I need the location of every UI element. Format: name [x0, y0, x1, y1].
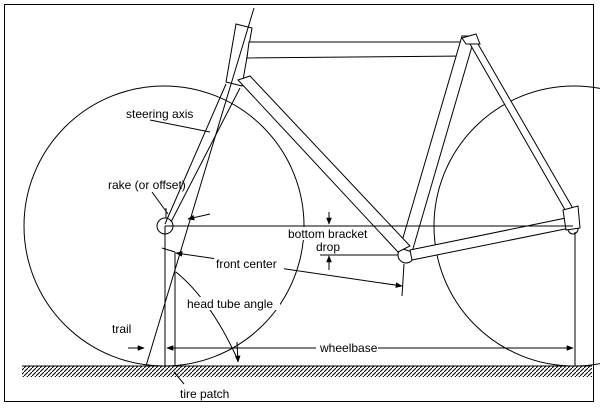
steering-axis-label: steering axis [126, 107, 193, 121]
down-tube [237, 75, 411, 253]
head-angle-arc [175, 271, 237, 357]
diagram-border [4, 4, 594, 402]
wheelbase-label: wheelbase [319, 341, 378, 355]
trail-label: trail [112, 322, 131, 336]
fork-blade-front [164, 83, 227, 225]
drop-label: drop [316, 240, 340, 254]
front-center-label: front center [216, 257, 277, 271]
rear-dropout [562, 205, 581, 231]
head-tube-angle-label: head tube angle [187, 297, 273, 311]
bb-label-bg [286, 227, 374, 240]
ground-hatch [22, 366, 592, 377]
front-center-ext-front [161, 247, 176, 253]
steering-axis-line [145, 7, 255, 367]
rake-arrow [187, 213, 211, 221]
fork-blade-rear [170, 87, 241, 223]
rake-label: rake (or offset) [108, 178, 186, 192]
head-angle-label-bg [184, 297, 280, 310]
seat-stay [469, 43, 576, 216]
front-center-arrow [175, 251, 403, 288]
head-tube [225, 23, 253, 87]
steering-axis-leader [149, 119, 211, 133]
rake-leader [151, 191, 169, 215]
front-center-label-bg [214, 257, 284, 270]
bottom-bracket-label: bottom bracket [288, 227, 368, 241]
wheelbase-label-bg [316, 341, 378, 354]
seat-tube [399, 35, 476, 253]
front-center-ext-rear [401, 263, 405, 297]
seat-post [461, 33, 481, 45]
top-tube [246, 41, 469, 59]
tire-patch-label: tire patch [180, 387, 229, 401]
tire-patch-leader [173, 371, 185, 385]
